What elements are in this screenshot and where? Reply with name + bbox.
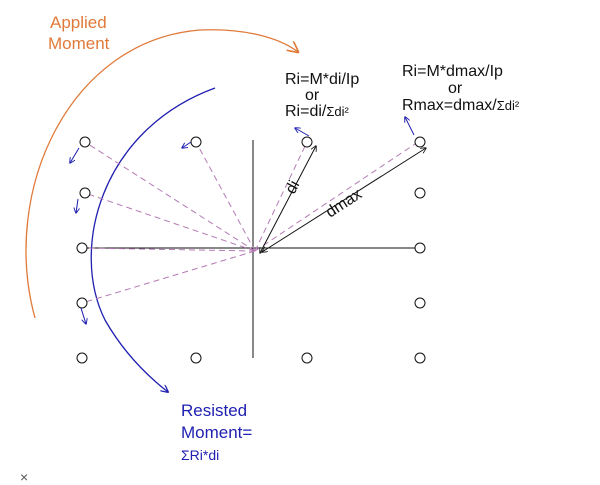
radius-lines (81, 141, 419, 304)
bolt-hole (301, 352, 313, 364)
ri-formula1: Ri=M*di/Ip (285, 71, 360, 88)
bolt-hole (190, 136, 202, 148)
bolt-hole (414, 242, 426, 254)
di-dimension (260, 146, 316, 253)
rmax-formula2-prefix: Rmax=dmax/ (402, 97, 497, 114)
resisted-line1: Resisted (181, 401, 248, 420)
ri-formula-block: Ri=M*di/Ip or Ri=di/Σdi² (285, 72, 359, 120)
rmax-formula1: Ri=M*dmax/Ip (402, 63, 503, 80)
resisted-moment-label: Resisted Moment= ΣRi*di (181, 400, 252, 466)
ri-formula2: Ri=di/Σdi² (285, 104, 359, 120)
bolt-hole (414, 352, 426, 364)
corner-mark: × (20, 469, 29, 485)
resisted-line3: ΣRi*di (181, 447, 220, 463)
di-label: di (283, 178, 304, 197)
ri-formula2-prefix: Ri=di/ (285, 103, 327, 120)
applied-line1: Applied (50, 13, 107, 32)
bolt-hole (79, 187, 91, 199)
bolt-hole (414, 297, 426, 309)
applied-line2: Moment (48, 34, 110, 53)
ri-formula2-sum: Σdi² (326, 104, 349, 119)
rmax-formula2-sum: Σdi² (496, 98, 520, 113)
bolt-hole (76, 352, 88, 364)
bolt-force-arrows (70, 117, 415, 324)
bolt-hole (414, 187, 426, 199)
dmax-dimension (262, 148, 426, 252)
bolt-hole (76, 242, 88, 254)
applied-moment-label: Applied Moment (48, 12, 110, 54)
resisted-moment-arc (90, 87, 216, 392)
bolt-hole (414, 136, 426, 148)
applied-moment-arc (25, 29, 298, 319)
rmax-formula-block: Ri=M*dmax/Ip or Rmax=dmax/Σdi² (402, 63, 519, 114)
bolt-hole (76, 297, 88, 309)
rmax-or: or (448, 80, 463, 97)
resisted-line2: Moment= (181, 423, 253, 442)
ri-or: or (305, 87, 320, 104)
bolt-hole (301, 136, 313, 148)
bolt-hole (79, 136, 91, 148)
bolt-hole (190, 352, 202, 364)
rmax-formula2: Rmax=dmax/Σdi² (402, 97, 519, 114)
dmax-label: dmax (323, 186, 365, 222)
